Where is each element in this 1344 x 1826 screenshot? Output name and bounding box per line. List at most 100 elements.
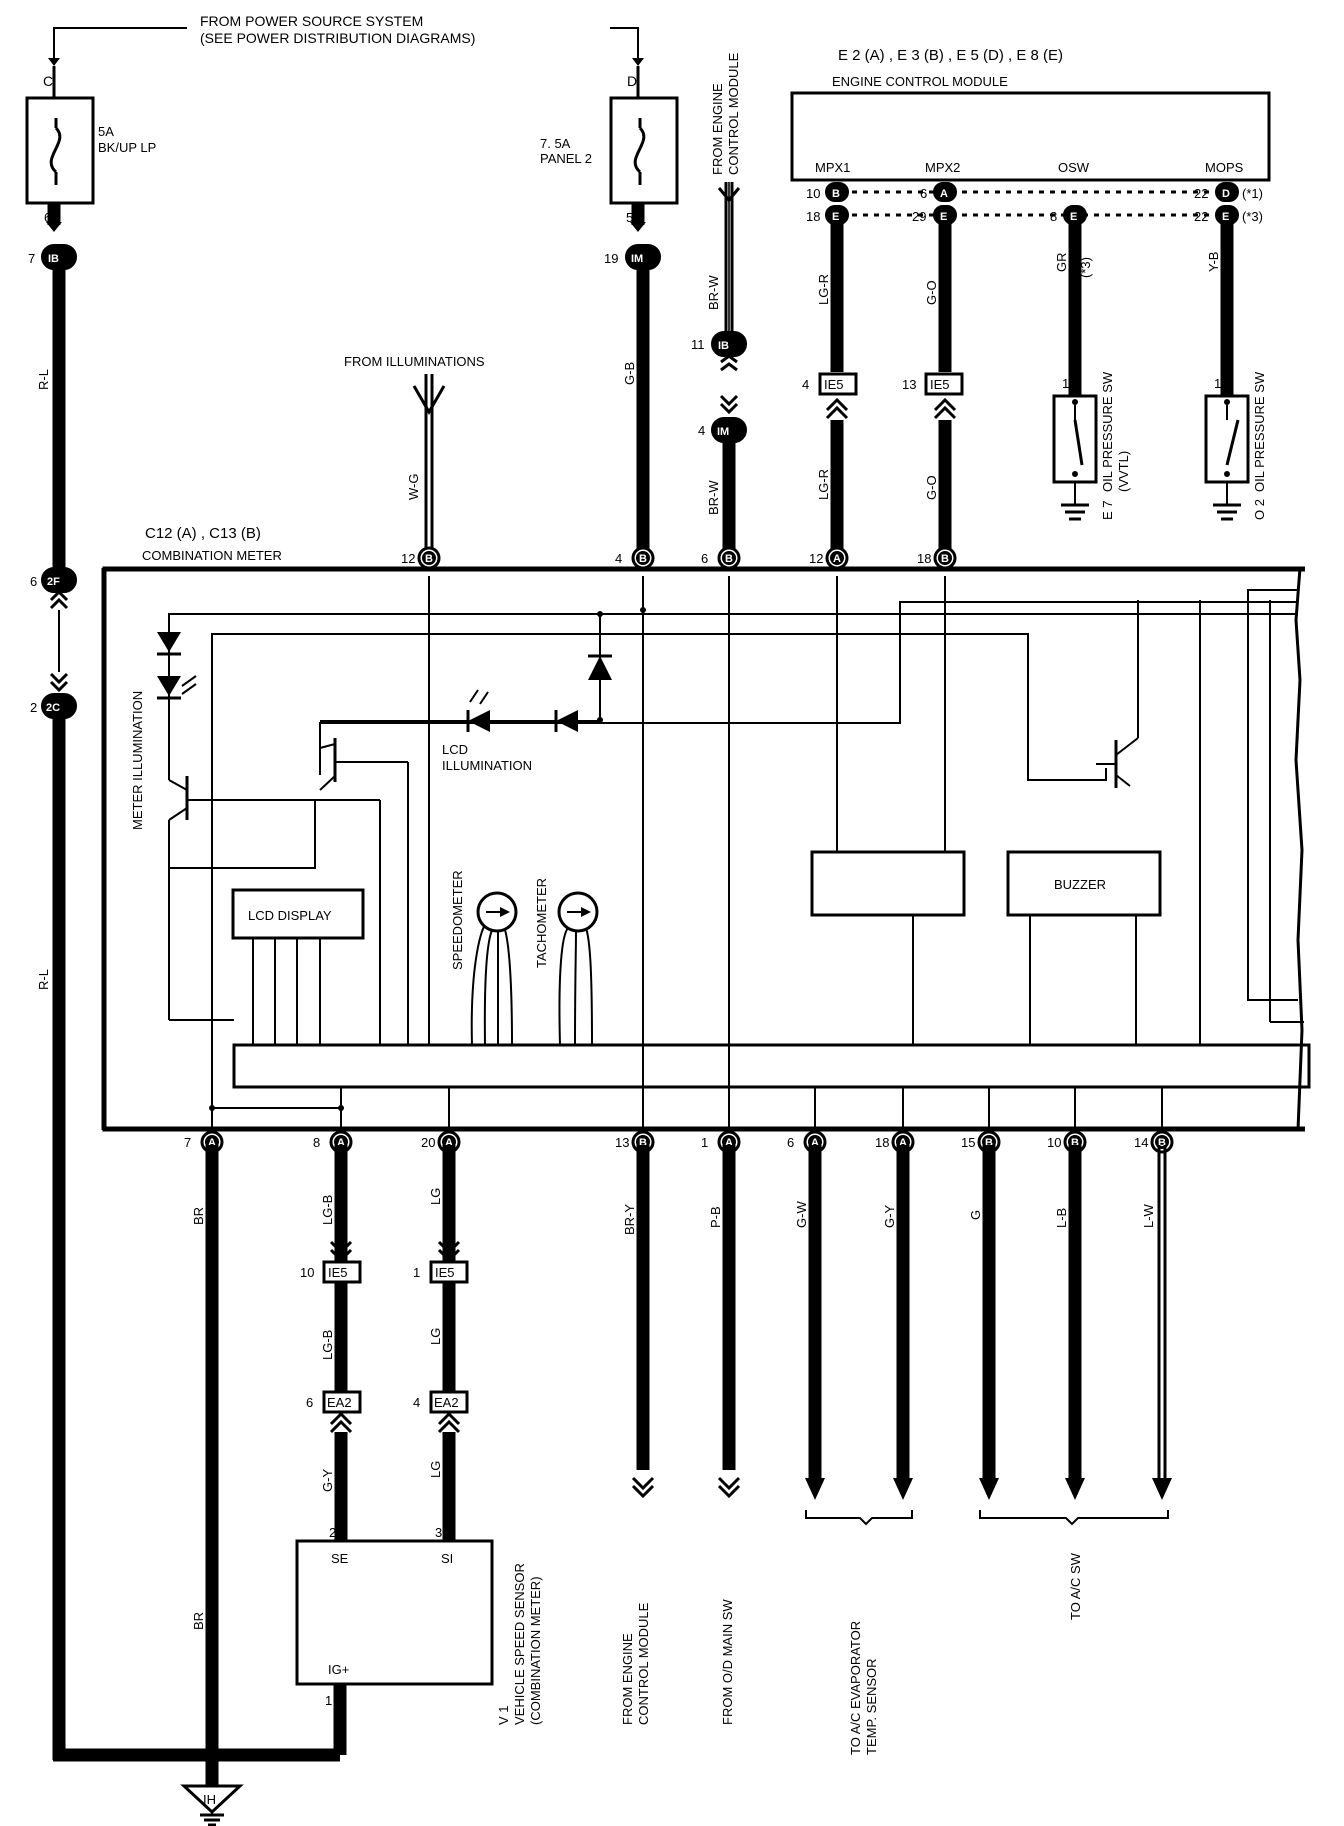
connector-ib-mid: IB 11 bbox=[691, 331, 747, 357]
svg-text:OIL PRESSURE SW: OIL PRESSURE SW bbox=[1100, 371, 1115, 492]
meter-pin-number: 10 bbox=[1047, 1135, 1061, 1150]
svg-text:SI: SI bbox=[441, 1551, 453, 1566]
meter-pin-connector: A bbox=[337, 1137, 345, 1149]
svg-text:7: 7 bbox=[28, 251, 35, 266]
connector-2f: 2F 6 bbox=[30, 567, 77, 593]
svg-text:2F: 2F bbox=[47, 576, 60, 588]
power-source-line2: (SEE POWER DISTRIBUTION DIAGRAMS) bbox=[200, 30, 475, 46]
tachometer-label: TACHOMETER bbox=[534, 878, 549, 968]
wire-lg-b-lower: LG-B bbox=[320, 1330, 335, 1360]
tachometer-gauge bbox=[557, 891, 599, 933]
ecm-pin-mops: MOPS bbox=[1205, 160, 1244, 175]
meter-pin-number: 4 bbox=[615, 551, 622, 566]
meter-pin-number: 6 bbox=[787, 1135, 794, 1150]
fuse-c-id: C bbox=[43, 73, 53, 89]
connector-ie5-b: IE5 13 bbox=[902, 372, 964, 396]
meter-pin-number: 13 bbox=[615, 1135, 629, 1150]
meter-pin-number: 18 bbox=[875, 1135, 889, 1150]
meter-pin: B18 bbox=[917, 546, 957, 570]
oil-pressure-sw-o2: 1 O 2 OIL PRESSURE SW bbox=[1204, 371, 1267, 521]
svg-text:TO A/C EVAPORATOR: TO A/C EVAPORATOR bbox=[848, 1621, 863, 1755]
wire-lg-upper: LG bbox=[428, 1188, 443, 1205]
meter-pin-number: 7 bbox=[184, 1135, 191, 1150]
svg-text:TEMP. SENSOR: TEMP. SENSOR bbox=[864, 1658, 879, 1755]
connector-ie5-a: IE5 4 bbox=[802, 372, 858, 396]
fuse-c-rating: 5A bbox=[98, 124, 114, 139]
wire-br-y: BR-Y bbox=[622, 1204, 637, 1235]
svg-text:EA2: EA2 bbox=[327, 1395, 352, 1410]
wire-g-b: G-B bbox=[622, 362, 637, 385]
svg-text:1: 1 bbox=[1214, 376, 1221, 391]
ecm-pin-osw: OSW bbox=[1058, 160, 1090, 175]
svg-text:6: 6 bbox=[30, 574, 37, 589]
speedometer-label: SPEEDOMETER bbox=[450, 870, 465, 970]
wire-g-y2: G-Y bbox=[882, 1205, 897, 1228]
power-source-line1: FROM POWER SOURCE SYSTEM bbox=[200, 13, 423, 29]
wire-lg-lower: LG bbox=[428, 1461, 443, 1478]
combination-meter-header: C12 (A) , C13 (B) COMBINATION METER bbox=[142, 525, 282, 563]
connector-im-mid: IM 4 bbox=[698, 417, 747, 443]
connector-ie5-d: IE5 1 bbox=[413, 1260, 469, 1284]
fuse-c-name: BK/UP LP bbox=[98, 140, 156, 155]
svg-text:6: 6 bbox=[306, 1395, 313, 1410]
meter-pin-connector: A bbox=[833, 553, 841, 565]
meter-pin-connector: B bbox=[1158, 1137, 1166, 1149]
from-illuminations: FROM ILLUMINATIONS W-G bbox=[344, 354, 485, 550]
wire-g-o-lower: G-O bbox=[924, 475, 939, 500]
svg-text:IM: IM bbox=[717, 426, 729, 438]
wire-gr: GR bbox=[1054, 253, 1069, 273]
svg-text:E: E bbox=[940, 211, 947, 223]
meter-pin-number: 12 bbox=[401, 551, 415, 566]
connector-im-top: IM 19 bbox=[604, 244, 661, 270]
svg-text:6: 6 bbox=[920, 186, 927, 201]
svg-text:COMBINATION METER: COMBINATION METER bbox=[142, 548, 282, 563]
svg-text:FROM O/D MAIN SW: FROM O/D MAIN SW bbox=[720, 1599, 735, 1725]
svg-text:4: 4 bbox=[698, 423, 705, 438]
svg-text:FROM ENGINE: FROM ENGINE bbox=[620, 1633, 635, 1725]
svg-text:10: 10 bbox=[300, 1265, 314, 1280]
svg-text:1: 1 bbox=[1062, 376, 1069, 391]
svg-text:13: 13 bbox=[902, 377, 916, 392]
meter-pin-number: 8 bbox=[313, 1135, 320, 1150]
wire-g: G bbox=[968, 1210, 983, 1220]
meter-ecu-box bbox=[810, 850, 966, 917]
svg-text:IG+: IG+ bbox=[328, 1662, 349, 1677]
svg-text:IB: IB bbox=[48, 253, 59, 265]
svg-text:TO A/C SW: TO A/C SW bbox=[1068, 1552, 1083, 1620]
meter-pin-number: 18 bbox=[917, 551, 931, 566]
svg-text:22: 22 bbox=[1194, 209, 1208, 224]
meter-pin: B4 bbox=[615, 546, 655, 570]
connector-ea2-a: EA2 6 bbox=[306, 1390, 362, 1414]
wire-r-l-lower: R-L bbox=[36, 969, 51, 990]
wire-lg-mid: LG bbox=[428, 1328, 443, 1345]
connector-ib-top: IB 7 bbox=[28, 244, 77, 270]
svg-text:4: 4 bbox=[802, 377, 809, 392]
svg-text:D: D bbox=[1222, 188, 1230, 200]
svg-text:3: 3 bbox=[435, 1525, 442, 1540]
svg-text:V 1: V 1 bbox=[496, 1705, 511, 1725]
svg-text:OIL PRESSURE SW: OIL PRESSURE SW bbox=[1252, 371, 1267, 492]
meter-pin-number: 6 bbox=[701, 551, 708, 566]
ground-ih: IH bbox=[180, 1784, 244, 1826]
wire-lg-b-upper: LG-B bbox=[320, 1195, 335, 1225]
svg-text:(VVTL): (VVTL) bbox=[1116, 451, 1131, 492]
wire-y-b: Y-B bbox=[1206, 252, 1221, 272]
svg-text:W-G: W-G bbox=[406, 474, 421, 500]
meter-pin-connector: A bbox=[445, 1137, 453, 1149]
svg-text:2: 2 bbox=[30, 700, 37, 715]
svg-text:A: A bbox=[940, 188, 948, 200]
svg-text:IE5: IE5 bbox=[824, 377, 844, 392]
svg-text:BR-W: BR-W bbox=[706, 275, 721, 310]
wire-lg-r-lower: LG-R bbox=[816, 469, 831, 500]
fuse-d: D 7. 5A PANEL 2 5 bbox=[540, 66, 679, 232]
connector-ie5-c: IE5 10 bbox=[300, 1260, 362, 1284]
svg-text:(COMBINATION METER): (COMBINATION METER) bbox=[528, 1576, 543, 1725]
meter-pin-connector: A bbox=[899, 1137, 907, 1149]
fuse-c-out-pin: 6 bbox=[44, 210, 51, 225]
svg-text:E: E bbox=[1222, 211, 1229, 223]
ecm-block: E 2 (A) , E 3 (B) , E 5 (D) , E 8 (E) EN… bbox=[790, 47, 1271, 225]
wire-p-b: P-B bbox=[708, 1206, 723, 1228]
svg-text:EA2: EA2 bbox=[434, 1395, 459, 1410]
